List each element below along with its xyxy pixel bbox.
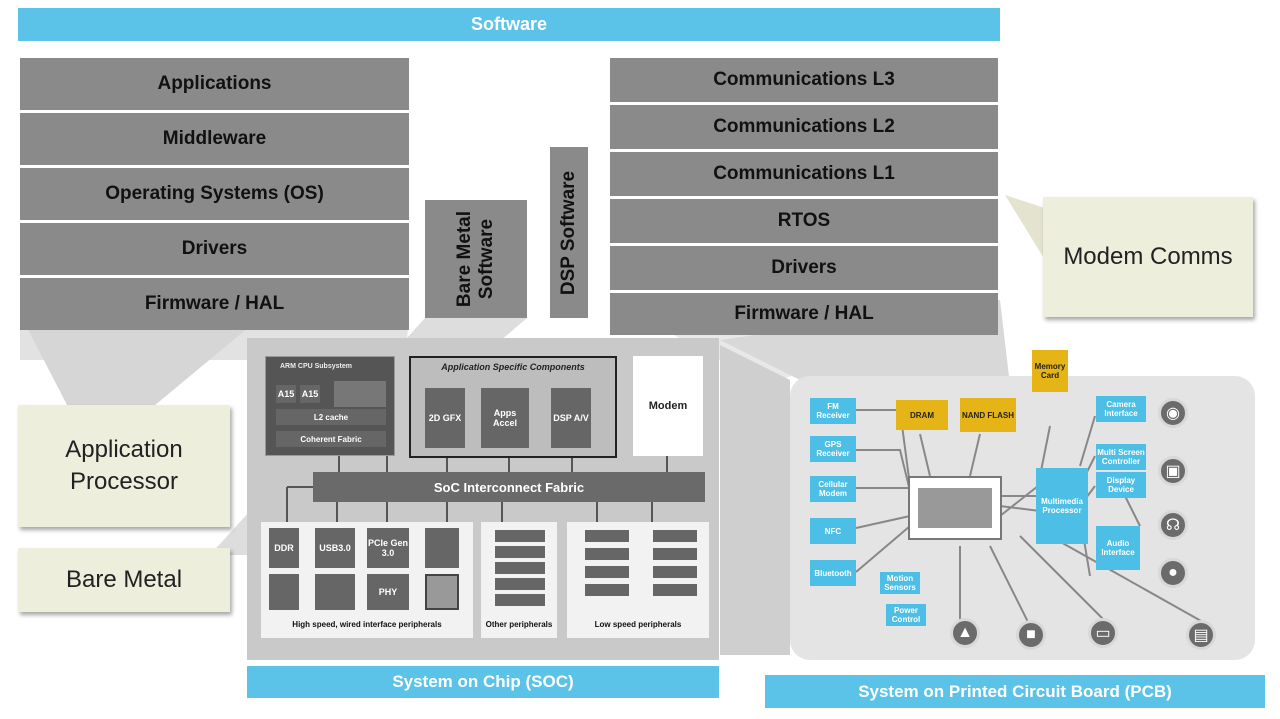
modem-stack: Communications L3 Communications L2 Comm…: [610, 58, 998, 335]
soc-modem-label: Modem: [648, 400, 688, 412]
camera-icon: ◉: [1158, 398, 1188, 428]
pcb-dram: DRAM: [896, 400, 948, 430]
pcb-title-banner: System on Printed Circuit Board (PCB): [765, 675, 1265, 708]
callout-modem-comms: Modem Comms: [1043, 197, 1253, 317]
pcb-motion-sensors: Motion Sensors: [880, 572, 920, 594]
arm-cpu-label: ARM CPU Subsystem: [280, 363, 352, 370]
pcb-board: FM Receiver GPS Receiver Cellular Modem …: [790, 350, 1255, 660]
pcb-nand-flash: NAND FLASH: [960, 398, 1016, 432]
layer-firmware-hal: Firmware / HAL: [20, 278, 409, 330]
coherent-fabric-block: Coherent Fabric: [276, 431, 386, 447]
io-ddr: DDR: [269, 528, 299, 568]
pcb-soc-core: [918, 488, 992, 528]
dsp-software-box: DSP Software: [550, 147, 588, 318]
application-stack: Applications Middleware Operating System…: [20, 58, 409, 330]
pcb-traces: [855, 409, 1211, 627]
soc-title: System on Chip (SOC): [392, 672, 574, 691]
joystick-icon: ▲: [950, 618, 980, 648]
pcb-gps-receiver: GPS Receiver: [810, 436, 856, 462]
high-speed-peripherals: DDR USB3.0 PCIe Gen 3.0 PHY High speed, …: [261, 522, 473, 638]
io-phy-4: [425, 574, 459, 610]
layer-comms-l3: Communications L3: [610, 58, 998, 105]
caption-other: Other peripherals: [485, 620, 553, 629]
asc-apps-accel: Apps Accel: [481, 388, 529, 448]
monitor-icon: ▤: [1186, 620, 1216, 650]
layer-modem-drivers: Drivers: [610, 246, 998, 293]
pcb-title: System on Printed Circuit Board (PCB): [858, 681, 1172, 701]
layer-comms-l1: Communications L1: [610, 152, 998, 199]
other-periph-2: [495, 546, 545, 558]
caption-high-speed: High speed, wired interface peripherals: [292, 620, 442, 629]
callout-application-processor: Application Processor: [18, 405, 230, 527]
pcb-bluetooth: Bluetooth: [810, 560, 856, 586]
callout-bare-metal: Bare Metal: [18, 548, 230, 612]
pcb-power-control: Power Control: [886, 604, 926, 626]
io-phy-1: [269, 574, 299, 610]
layer-applications: Applications: [20, 58, 409, 113]
other-periph-4: [495, 578, 545, 590]
layer-modem-firmware-hal: Firmware / HAL: [610, 293, 998, 335]
soc-title-banner: System on Chip (SOC): [247, 666, 719, 698]
io-phy: PHY: [367, 574, 409, 610]
soc-modem: Modem: [633, 356, 703, 456]
video-camera-icon: ■: [1016, 620, 1046, 650]
cpu-cluster: [334, 381, 386, 407]
arm-cpu-subsystem: ARM CPU Subsystem A15 A15 L2 cache Coher…: [265, 356, 395, 456]
layer-drivers: Drivers: [20, 223, 409, 278]
fabric-label: SoC Interconnect Fabric: [433, 479, 585, 495]
low-periph-3: [585, 566, 629, 578]
pcb-camera-interface: Camera Interface: [1096, 396, 1146, 422]
pcb-multi-screen-controller: Multi Screen Controller: [1096, 444, 1146, 470]
pcb-fm-receiver: FM Receiver: [810, 398, 856, 424]
low-periph-2: [585, 548, 629, 560]
asc-title: Application Specific Components: [441, 362, 585, 372]
bare-metal-software-box: Bare Metal Software: [425, 200, 527, 318]
pcb-display-device: Display Device: [1096, 472, 1146, 498]
low-periph-8: [653, 584, 697, 596]
layer-operating-systems: Operating Systems (OS): [20, 168, 409, 223]
low-periph-7: [653, 566, 697, 578]
layer-middleware: Middleware: [20, 113, 409, 168]
cpu-core-2: A15: [300, 385, 320, 403]
pcb-multimedia-processor: Multimedia Processor: [1036, 468, 1088, 544]
pcb-memory-card: Memory Card: [1032, 350, 1068, 392]
io-block-4: [425, 528, 459, 568]
soc-board: ARM CPU Subsystem A15 A15 L2 cache Coher…: [247, 338, 719, 660]
software-banner: Software: [18, 8, 1000, 41]
pcb-audio-interface: Audio Interface: [1096, 526, 1140, 570]
headphones-icon: ☊: [1158, 510, 1188, 540]
low-periph-1: [585, 530, 629, 542]
bare-metal-software-label: Bare Metal Software: [454, 210, 497, 308]
other-peripherals: Other peripherals: [481, 522, 557, 638]
asc-dsp-av: DSP A/V: [551, 388, 591, 448]
cpu-core-1: A15: [276, 385, 296, 403]
low-periph-4: [585, 584, 629, 596]
display-icon: ▣: [1158, 456, 1188, 486]
pcb-nfc: NFC: [810, 518, 856, 544]
l2-cache-block: L2 cache: [276, 409, 386, 425]
other-periph-1: [495, 530, 545, 542]
io-phy-2: [315, 574, 355, 610]
other-periph-3: [495, 562, 545, 574]
low-periph-5: [653, 530, 697, 542]
soc-interconnect-fabric: SoC Interconnect Fabric: [313, 472, 705, 502]
io-pcie: PCIe Gen 3.0: [367, 528, 409, 568]
dsp-software-label: DSP Software: [558, 170, 580, 295]
caption-low-speed: Low speed peripherals: [594, 620, 682, 629]
pcb-central-soc: [908, 476, 1002, 540]
laptop-icon: ▭: [1088, 618, 1118, 648]
layer-comms-l2: Communications L2: [610, 105, 998, 152]
io-usb3: USB3.0: [315, 528, 355, 568]
asc-2d-gfx: 2D GFX: [425, 388, 465, 448]
software-title: Software: [470, 14, 548, 34]
low-speed-peripherals: Low speed peripherals: [567, 522, 709, 638]
other-periph-5: [495, 594, 545, 606]
microphone-icon: ●: [1158, 558, 1188, 588]
layer-rtos: RTOS: [610, 199, 998, 246]
pcb-cellular-modem: Cellular Modem: [810, 476, 856, 502]
low-periph-6: [653, 548, 697, 560]
application-specific-components: Application Specific Components 2D GFX A…: [409, 356, 617, 458]
